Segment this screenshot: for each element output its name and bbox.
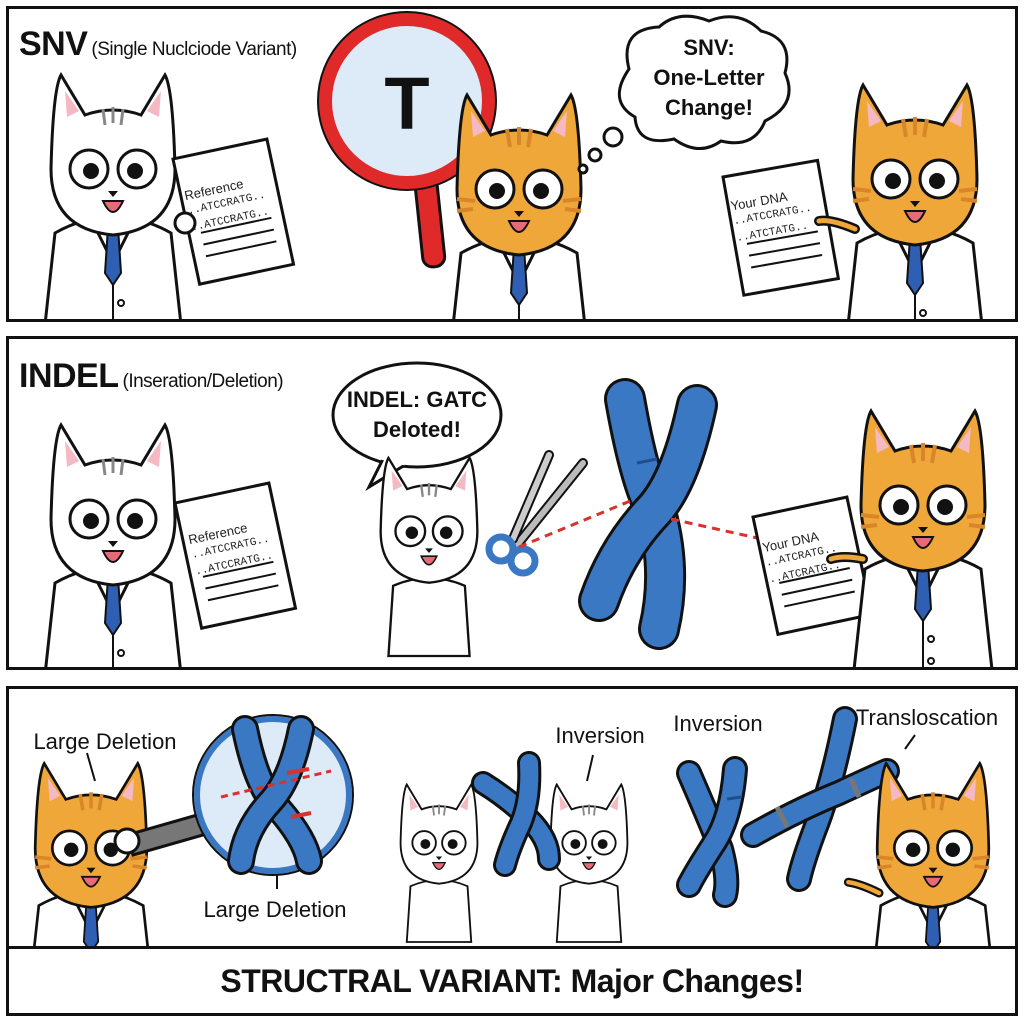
reference-document-sheet [171,137,296,286]
white-cat-left [399,783,479,943]
reference-document-sheet [173,481,298,630]
pointer-line [86,752,96,782]
snv-thought-text: SNV: One-Letter Change! [639,33,779,123]
sv-illustration [26,706,998,951]
orange-cat-scientist [447,93,591,319]
indel-heading: INDEL(Inseration/Deletion) [19,357,284,396]
magnified-chromosome-lens [192,714,354,876]
structural-variant-footer: STRUCTRAL VARIANT: Major Changes! [9,946,1015,1013]
white-cat-with-scissors [379,456,479,658]
thought-line-2: One-Letter [653,65,765,90]
paw [173,211,197,235]
magnifier-letter: T [384,62,430,145]
speech-line-2: Deloted! [373,417,461,442]
translocation-chromosome [740,706,900,892]
snv-subtitle: (Single Nuclciode Variant) [91,39,297,60]
indel-speech-text: INDEL: GATC Deloted! [337,385,497,445]
orange-cat-pointing [814,83,987,319]
label-large-deletion-top: Large Deletion [33,729,177,754]
snv-title: SNV [19,25,88,63]
white-cat-scientist [41,423,185,667]
thought-bubble [577,14,791,175]
pointer-line [904,734,916,750]
orange-cat-pointing [843,761,998,951]
scissors-icon [485,450,588,577]
label-inversion-2: Inversion [673,711,763,736]
label-translocation: Transloscation [855,705,999,730]
pointer-line [586,754,594,782]
magnifying-glass-icon [317,11,497,269]
footer-rest: Major Changes! [562,962,805,999]
footer-bold: STRUCTRAL VARIANT: [220,962,563,999]
white-cat-right [549,783,629,943]
inverted-chromosome [471,751,561,877]
inversion-chromosome [676,756,748,908]
snv-illustration [41,11,987,319]
indel-title: INDEL [19,357,119,395]
orange-cat-with-telescope [26,761,156,951]
indel-panel: INDEL(Inseration/Deletion) INDEL: GATC D… [6,336,1018,670]
indel-subtitle: (Inseration/Deletion) [122,371,284,392]
white-cat-scientist [41,73,185,319]
cut-line [518,497,636,549]
thought-line-3: Change! [665,95,753,120]
snv-heading: SNV(Single Nuclciode Variant) [19,25,297,64]
label-inversion-1: Inversion [555,723,645,748]
indel-illustration [41,361,995,667]
cut-line [670,517,772,543]
thought-line-1: SNV: [683,35,735,60]
chromosome-x [578,378,718,650]
label-large-deletion-bottom: Large Deletion [203,897,347,922]
speech-line-1: INDEL: GATC [346,387,488,412]
snv-panel: SNV(Single Nuclciode Variant) T SNV: One… [6,6,1018,322]
structural-variant-panel: Large Deletion Large Deletion Inversion … [6,686,1018,1016]
orange-cat-pointing [826,409,995,667]
